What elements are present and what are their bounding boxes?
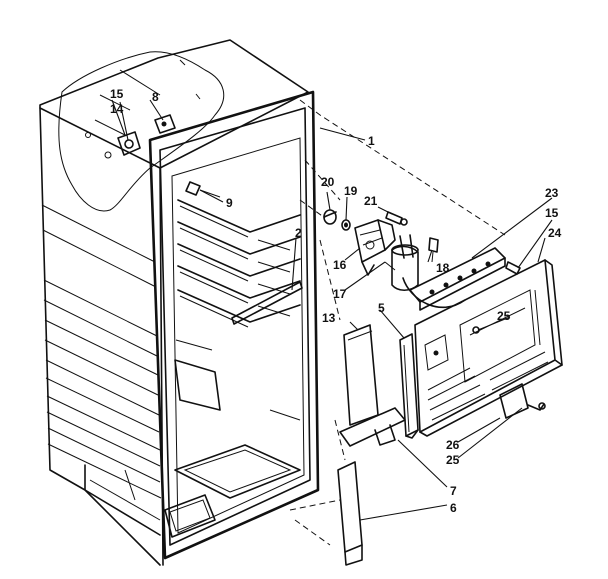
panel-13-part bbox=[343, 324, 379, 426]
thermostat-body-part bbox=[354, 219, 396, 276]
callout-1: 1 bbox=[368, 134, 375, 148]
callout-16: 16 bbox=[333, 258, 347, 272]
screw-15-part bbox=[505, 261, 521, 275]
callout-numbers: 1 2 5 6 7 8 9 13 14 15 15 16 17 18 19 20… bbox=[110, 87, 562, 515]
control-housing-part bbox=[414, 259, 563, 437]
callout-18: 18 bbox=[436, 261, 450, 275]
callout-5: 5 bbox=[378, 301, 385, 315]
callout-6: 6 bbox=[450, 501, 457, 515]
callout-9: 9 bbox=[226, 196, 233, 210]
refrigerator-cabinet bbox=[39, 39, 320, 566]
callout-7: 7 bbox=[450, 484, 457, 498]
callout-26: 26 bbox=[446, 438, 460, 452]
mounting-screw-part bbox=[385, 211, 408, 226]
callout-25-lower: 25 bbox=[446, 453, 460, 467]
ring-part bbox=[341, 219, 351, 231]
control-parts bbox=[323, 209, 563, 566]
bracket-26-part bbox=[499, 383, 546, 419]
screw-18-part bbox=[428, 237, 439, 263]
leader-lines bbox=[111, 99, 553, 521]
callout-14: 14 bbox=[110, 102, 124, 116]
screw-part bbox=[185, 181, 221, 198]
callout-21: 21 bbox=[364, 194, 378, 208]
callout-23: 23 bbox=[545, 186, 559, 200]
bracket-7-part bbox=[339, 407, 406, 447]
callout-25-upper: 25 bbox=[497, 309, 511, 323]
vertical-channel-part bbox=[399, 333, 419, 439]
callout-17: 17 bbox=[333, 287, 347, 301]
panel-6-part bbox=[337, 461, 363, 566]
callout-2: 2 bbox=[295, 226, 302, 240]
callout-20: 20 bbox=[321, 175, 335, 189]
callout-24: 24 bbox=[548, 226, 562, 240]
callout-13: 13 bbox=[322, 311, 336, 325]
callout-15-right: 15 bbox=[545, 206, 559, 220]
light-socket-part bbox=[117, 131, 141, 156]
thermostat-control-part bbox=[154, 114, 176, 134]
knob-part bbox=[323, 209, 337, 225]
callout-8: 8 bbox=[152, 90, 159, 104]
callout-19: 19 bbox=[344, 184, 358, 198]
locator-lines bbox=[289, 99, 506, 546]
sensor-tube-part bbox=[384, 234, 419, 292]
callout-15-top: 15 bbox=[110, 87, 124, 101]
